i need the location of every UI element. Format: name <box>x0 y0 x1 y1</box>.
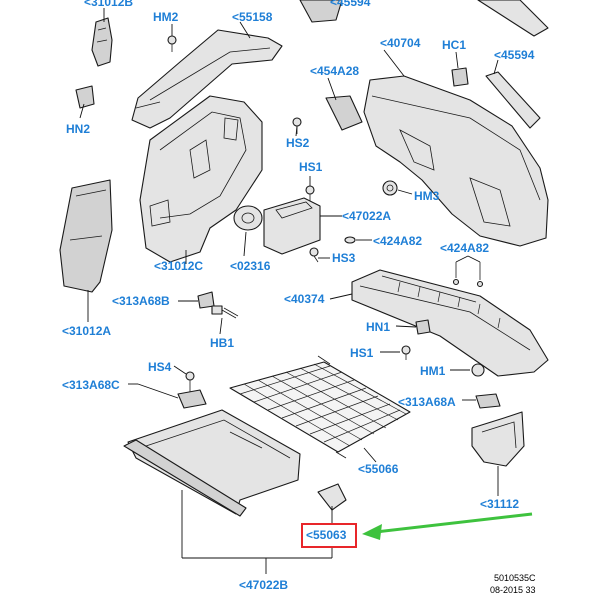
part-HN1 <box>415 319 431 335</box>
part-47022A <box>263 197 321 255</box>
label-HN2: HN2 <box>66 122 91 136</box>
part-45594-top <box>299 0 343 23</box>
part-HM3 <box>382 180 398 196</box>
part-454A28 <box>325 95 363 131</box>
label-HM3: HM3 <box>414 189 440 203</box>
label-40374: <40374 <box>284 292 325 306</box>
label-31012B: <31012B <box>84 0 134 9</box>
label-47022A: <47022A <box>342 209 392 223</box>
label-HS4: HS4 <box>148 360 172 374</box>
part-424A82-right <box>452 262 484 288</box>
part-313A68C <box>177 389 207 409</box>
part-313A68A <box>475 393 501 409</box>
part-HM1 <box>471 363 485 377</box>
label-55063: <55063 <box>306 528 347 542</box>
label-45594-top: <45594 <box>330 0 371 9</box>
highlight-box-55063 <box>301 523 357 548</box>
part-HN2 <box>75 85 95 109</box>
label-313A68C: <313A68C <box>62 378 120 392</box>
label-31012C: <31012C <box>154 259 204 273</box>
leader-lines <box>79 8 499 574</box>
label-HC1: HC1 <box>442 38 467 52</box>
label-HS2: HS2 <box>286 136 310 150</box>
part-HC1 <box>451 67 469 87</box>
label-31112: <31112 <box>480 497 520 511</box>
part-31012A <box>59 179 113 293</box>
part-424A82-left <box>344 236 356 244</box>
part-HB1 <box>211 305 239 319</box>
label-424A82-right: <424A82 <box>440 241 490 255</box>
label-313A68A: <313A68A <box>398 395 456 409</box>
part-55066 <box>229 355 411 459</box>
label-45594-right: <45594 <box>494 48 535 62</box>
label-HS1-mid: HS1 <box>350 346 374 360</box>
label-31012A: <31012A <box>62 324 112 338</box>
label-55158: <55158 <box>232 10 273 24</box>
part-HM2 <box>167 35 177 52</box>
part-47022B <box>123 409 347 517</box>
part-31112 <box>471 411 525 467</box>
label-HM1: HM1 <box>420 364 446 378</box>
label-47022B: <47022B <box>239 578 289 592</box>
label-HB1: HB1 <box>210 336 235 350</box>
part-313A68B <box>197 291 215 309</box>
part-HS1-mid <box>401 345 411 360</box>
label-40704: <40704 <box>380 36 421 50</box>
label-HM2: HM2 <box>153 10 179 24</box>
part-HS4 <box>185 371 195 392</box>
reference-code: 5010535C <box>494 573 536 583</box>
label-454A28: <454A28 <box>310 64 360 78</box>
part-31012C <box>139 95 263 263</box>
label-HN1: HN1 <box>366 320 391 334</box>
label-HS3: HS3 <box>332 251 356 265</box>
part-55158 <box>131 29 283 129</box>
label-HS1-top: HS1 <box>299 160 323 174</box>
label-424A82-left: <424A82 <box>373 234 423 248</box>
reference-date: 08-2015 33 <box>490 585 536 595</box>
part-31012B <box>91 17 113 67</box>
part-02316 <box>233 205 263 231</box>
part-40374 <box>351 269 549 377</box>
label-313A68B: <313A68B <box>112 294 170 308</box>
part-HS3 <box>309 247 319 263</box>
green-pointer-arrow <box>362 512 533 540</box>
label-55066: <55066 <box>358 462 399 476</box>
part-top-right <box>477 0 549 37</box>
label-02316: <02316 <box>230 259 271 273</box>
part-40704 <box>363 75 549 247</box>
